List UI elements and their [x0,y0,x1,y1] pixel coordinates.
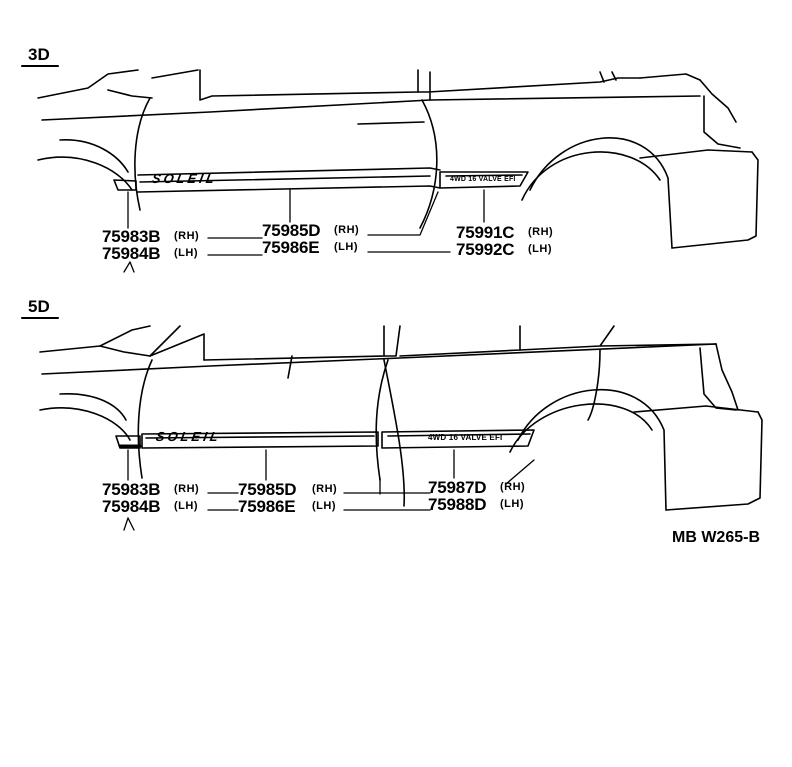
section-label-3d: 3D [28,45,50,64]
side-label-lh: (LH) [528,243,552,255]
part-number-3d-emblem-rh: 75983B [102,227,161,246]
part-number-3d-badge-lh: 75992C [456,240,515,259]
side-label-rh: (RH) [174,483,200,495]
side-label-rh: (RH) [334,224,360,236]
diagram-code: MB W265-B [672,529,761,546]
leader-lines-3d [123,189,485,273]
part-number-5d-emblem-rh: 75983B [102,480,161,499]
side-label-rh: (RH) [174,230,200,242]
part-number-5d-moulding-lh: 75986E [238,497,296,516]
rear-badge-text-5d: 4WD 16 VALVE EFI [428,433,503,442]
side-label-lh: (LH) [174,247,198,259]
vehicle-5d-outline [21,317,763,511]
part-number-3d-emblem-lh: 75984B [102,244,161,263]
side-label-lh: (LH) [500,498,524,510]
side-label-lh: (LH) [312,500,336,512]
side-label-rh: (RH) [312,483,338,495]
part-number-5d-badge-lh: 75988D [428,495,487,514]
side-label-lh: (LH) [174,500,198,512]
vehicle-3d-outline [21,65,759,249]
part-number-3d-moulding-rh: 75985D [262,221,321,240]
side-label-lh: (LH) [334,241,358,253]
side-label-rh: (RH) [500,481,526,493]
section-label-5d: 5D [28,297,50,316]
part-number-5d-moulding-rh: 75985D [238,480,297,499]
rear-badge-text-3d: 4WD 16 VALVE EFI [450,176,516,183]
emblem-text-3d: SOLEIL [150,171,219,186]
part-number-3d-moulding-lh: 75986E [262,238,320,257]
leader-lines-5d [123,449,535,531]
part-number-3d-badge-rh: 75991C [456,223,515,242]
emblem-text-5d: SOLEIL [154,429,223,444]
side-label-rh: (RH) [528,226,554,238]
part-number-5d-emblem-lh: 75984B [102,497,161,516]
part-number-5d-badge-rh: 75987D [428,478,487,497]
